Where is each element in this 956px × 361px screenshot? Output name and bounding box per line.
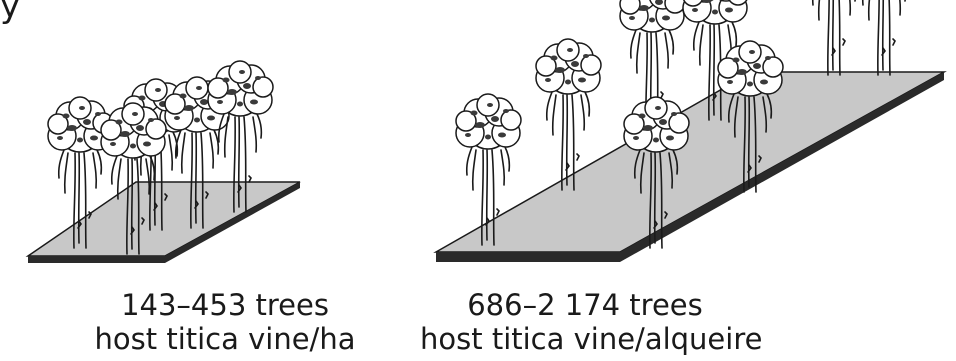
host-unit-label: host titica vine/ha <box>94 322 356 356</box>
tree-count-label: 143–453 trees <box>121 288 329 322</box>
right-caption: 686–2 174 trees host titica vine/alqueir… <box>420 288 763 356</box>
large-plot <box>433 71 947 262</box>
tree-icon <box>851 0 918 76</box>
tree-icon <box>801 0 868 76</box>
host-unit-label: host titica vine/alqueire <box>420 322 763 356</box>
tree-count-label: 686–2 174 trees <box>467 288 703 322</box>
left-caption: 143–453 trees host titica vine/ha <box>60 288 390 356</box>
small-plot <box>25 181 301 263</box>
cropped-text-fragment: y <box>0 0 21 26</box>
